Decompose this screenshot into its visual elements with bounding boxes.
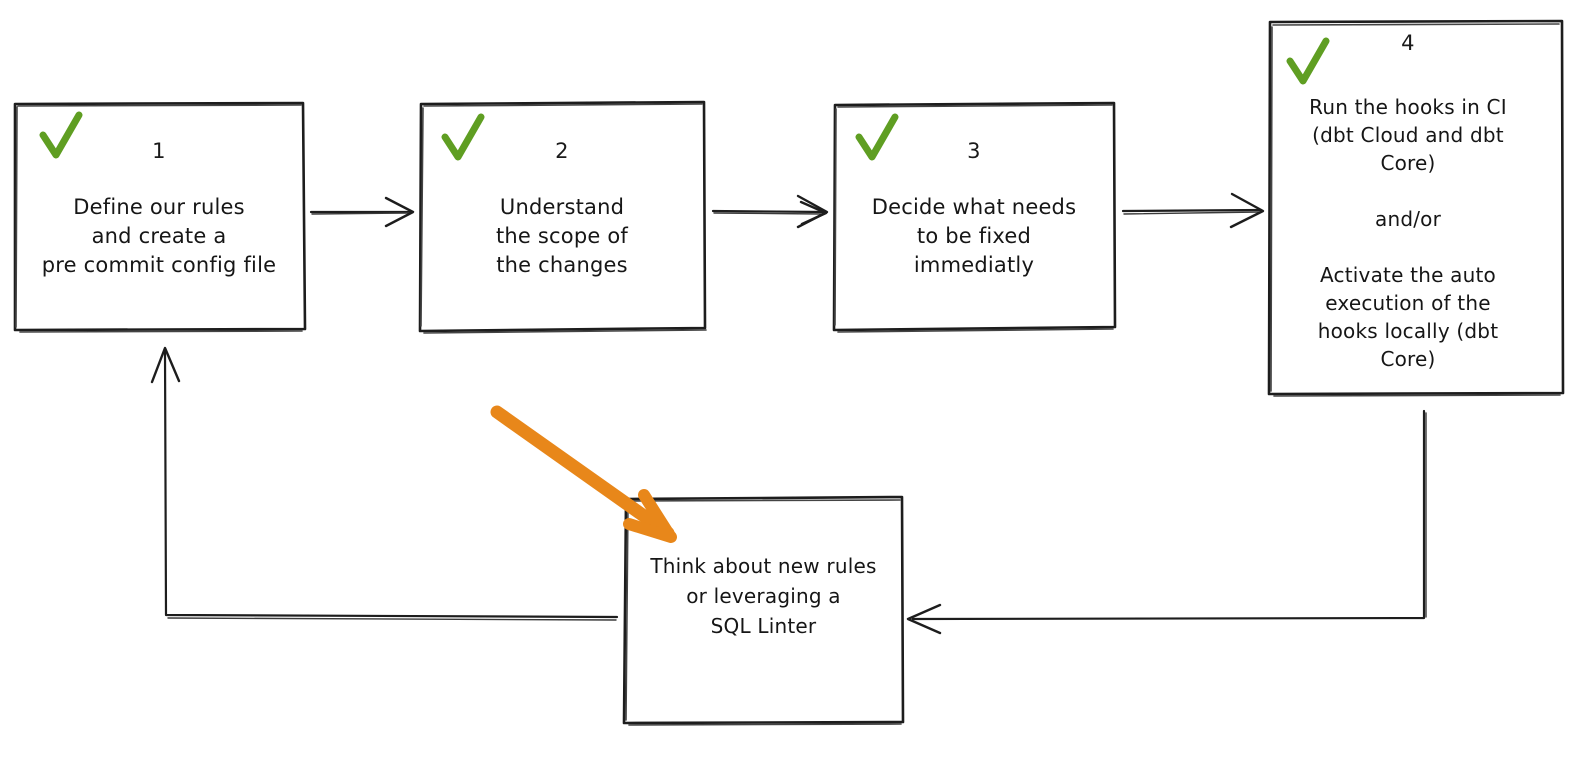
node-4[interactable]: 4 Run the hooks in CI (dbt Cloud and dbt… xyxy=(1268,21,1548,394)
node-3-text: Decide what needs to be fixed immediatly xyxy=(871,195,1077,277)
node-4-outline xyxy=(1267,19,1565,397)
arrow-4-to-5 xyxy=(906,409,1427,635)
node-5-outline xyxy=(622,495,905,726)
check-icon xyxy=(1286,37,1330,85)
node-3[interactable]: 3 Decide what needs to be fixed immediat… xyxy=(833,103,1115,330)
node-2-number: 2 xyxy=(555,139,569,163)
node-4-text: Run the hooks in CI (dbt Cloud and dbt C… xyxy=(1309,95,1507,371)
node-2[interactable]: 2 Understand the scope of the changes xyxy=(419,103,705,330)
check-icon xyxy=(855,113,899,161)
node-5-text: Think about new rules or leveraging a SQ… xyxy=(650,554,877,638)
node-2-outline xyxy=(418,100,707,334)
node-3-outline xyxy=(832,101,1117,333)
arrow-3-to-4 xyxy=(1121,192,1265,229)
arrow-2-to-3 xyxy=(711,194,829,229)
node-1-text: Define our rules and create a pre commit… xyxy=(41,195,277,277)
node-1-number: 1 xyxy=(152,139,166,163)
node-4-number: 4 xyxy=(1401,31,1415,55)
orange-highlight-arrow xyxy=(490,405,677,543)
check-icon xyxy=(441,113,485,161)
arrow-5-to-1 xyxy=(150,346,619,621)
node-2-text: Understand the scope of the changes xyxy=(495,195,629,277)
node-5[interactable]: Think about new rules or leveraging a SQ… xyxy=(624,498,903,723)
arrow-1-to-2 xyxy=(309,196,415,228)
node-1-outline xyxy=(13,101,307,333)
check-icon xyxy=(39,111,83,159)
node-1[interactable]: 1 Define our rules and create a pre comm… xyxy=(13,103,305,330)
node-3-number: 3 xyxy=(967,139,981,163)
